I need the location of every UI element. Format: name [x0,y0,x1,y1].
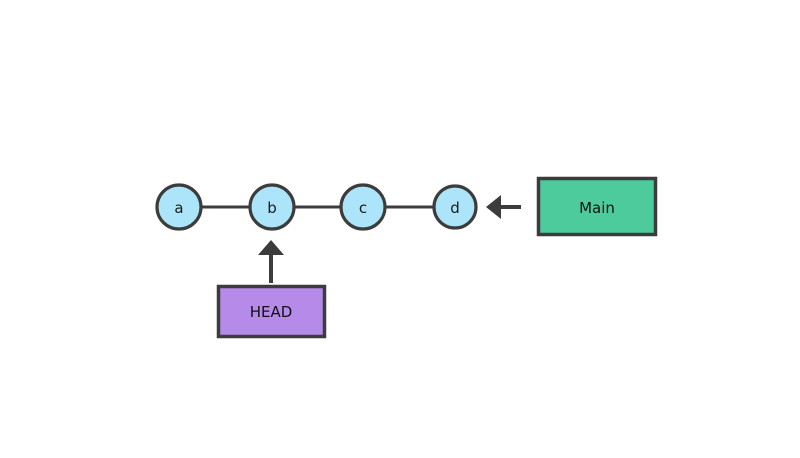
arrow-main-head [486,195,501,219]
branch-ref-main-box[interactable] [536,176,658,237]
commit-node-d[interactable]: d [432,184,478,230]
commit-node-b[interactable]: b [248,183,296,231]
commit-circle-c[interactable] [339,183,387,231]
arrow-main-to-d-icon [486,195,521,219]
commit-circle-a[interactable] [155,183,203,231]
commit-circle-b[interactable] [248,183,296,231]
arrow-head-arrowhead [258,240,284,255]
branch-ref-main[interactable]: Main [536,176,658,237]
head-pointer-rect[interactable] [216,284,327,339]
commit-node-c[interactable]: c [339,183,387,231]
arrow-head-to-b-icon [258,240,284,283]
commit-circle-d[interactable] [432,184,478,230]
commit-node-a[interactable]: a [155,183,203,231]
head-pointer-box[interactable]: HEAD [216,284,327,339]
